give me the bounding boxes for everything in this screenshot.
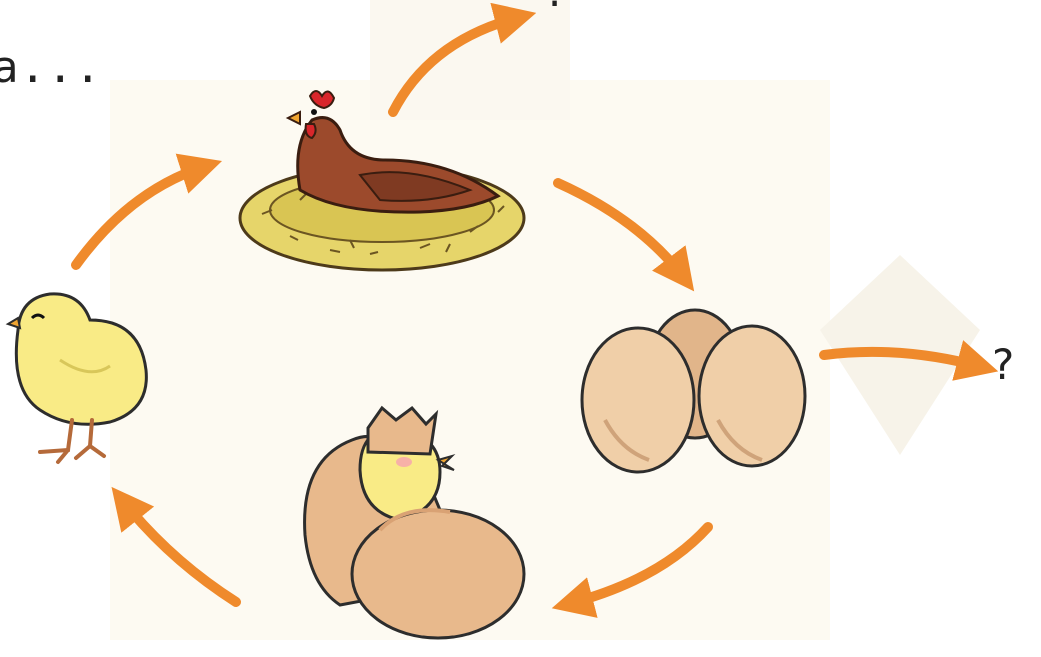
background-panels <box>110 0 980 640</box>
question-mark-right: ? <box>992 340 1014 389</box>
question-mark-top: ? <box>544 0 567 17</box>
caption-partial-text: a... <box>0 42 102 93</box>
